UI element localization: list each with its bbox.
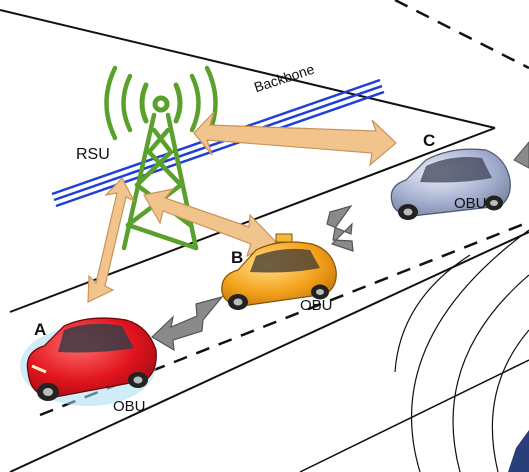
corner-shape <box>508 430 529 472</box>
obu-a-label: OBU <box>113 398 146 415</box>
vehicle-c-label: C <box>423 131 436 150</box>
double-arrow-icon <box>87 176 136 303</box>
road-edge-top <box>0 9 496 129</box>
obu-c-label: OBU <box>454 195 487 212</box>
double-arrow-icon <box>513 141 529 169</box>
signal-arc-2 <box>452 274 529 472</box>
signal-arc-3 <box>491 329 529 472</box>
car-icon <box>20 317 157 406</box>
double-arrow-icon <box>193 111 397 167</box>
double-arrow-icon <box>326 204 354 252</box>
rsu-label: RSU <box>76 146 110 163</box>
obu-b-label: OBU <box>300 297 333 314</box>
vehicle-b-label: B <box>231 248 244 267</box>
double-arrow-icon <box>143 188 278 258</box>
signal-arc-1 <box>410 229 529 472</box>
signal-arc-4 <box>394 254 471 373</box>
double-arrow-icon <box>151 295 224 352</box>
lane-divider-dashed <box>39 220 529 417</box>
inner-line <box>299 359 529 472</box>
v2v-links <box>151 204 354 352</box>
car-icon <box>390 148 511 220</box>
vehicle-a-label: A <box>34 320 47 339</box>
road-edge-bottom <box>9 231 529 472</box>
car-icon <box>221 233 337 310</box>
top-dashed-line <box>394 0 529 70</box>
